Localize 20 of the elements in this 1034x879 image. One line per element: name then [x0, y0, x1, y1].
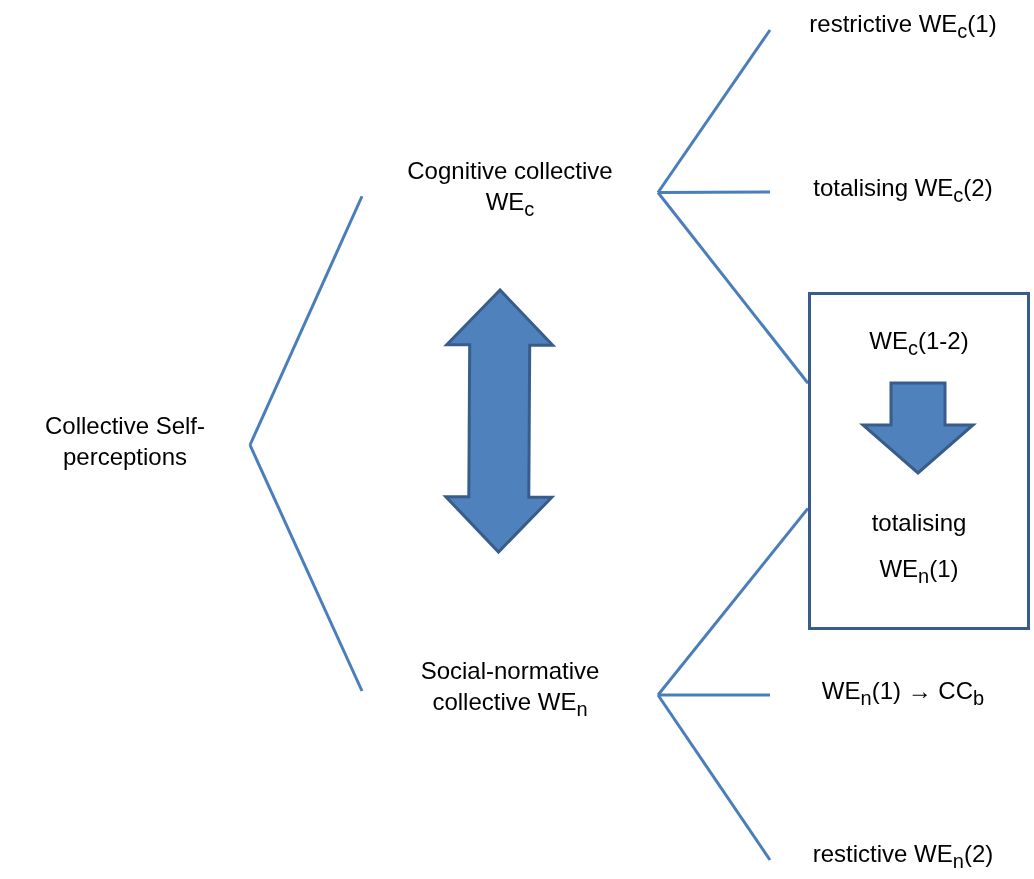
- connector-line: [248, 195, 364, 446]
- node-label: Collective Self-perceptions: [0, 410, 250, 480]
- connector-line: [656, 694, 772, 861]
- connector-line: [656, 191, 810, 385]
- connector-line: [658, 190, 770, 194]
- node-label: WE$_{c}$(1-2): [811, 325, 1027, 365]
- node-label: Cognitive collective WE$_{c}$: [385, 155, 635, 230]
- node-label: restictive WE$_{n}$(2): [772, 838, 1034, 878]
- frame-box: [808, 292, 1030, 630]
- connector-line: [248, 444, 364, 692]
- connector-line: [656, 507, 810, 696]
- node-label: WE$_{n}$(1) → CC$_{b}$: [772, 675, 1034, 715]
- connector-line: [656, 29, 772, 194]
- node-label: totalising WE$_{c}$(2): [772, 172, 1034, 212]
- node-label: totalising WE$_{n}$(1): [851, 500, 987, 595]
- double-block-arrow: [442, 287, 557, 555]
- node-label: Social-normative collective WE$_{n}$: [395, 655, 625, 735]
- block-arrow: [859, 381, 977, 475]
- node-label: restrictive WE$_{c}$(1): [772, 8, 1034, 48]
- connector-line: [658, 693, 770, 697]
